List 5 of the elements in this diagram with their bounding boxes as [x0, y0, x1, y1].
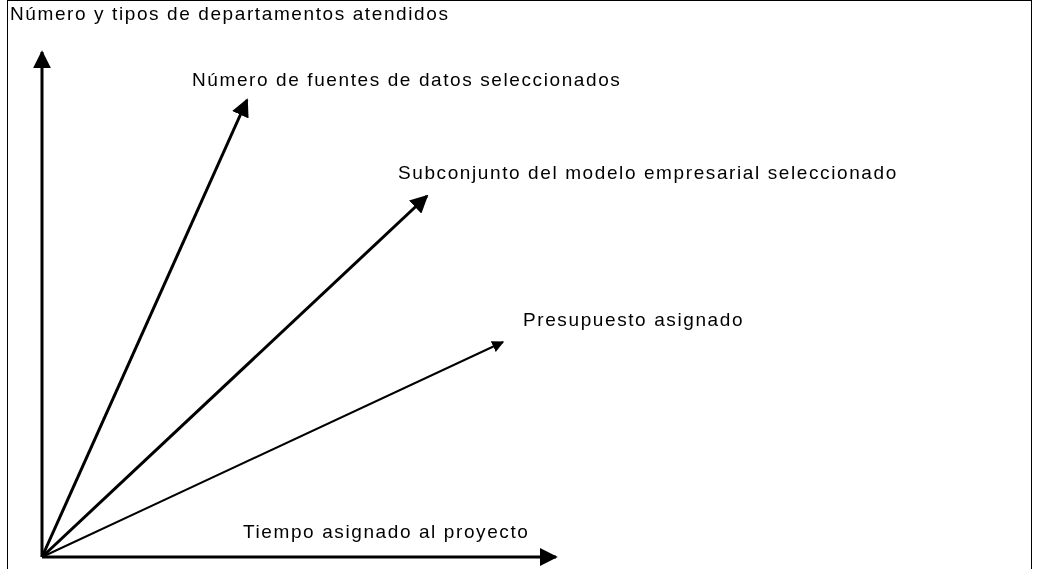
- arrow-label: Número de fuentes de datos seleccionados: [192, 69, 622, 91]
- axis-label: Número y tipos de departamentos atendidos: [10, 3, 450, 25]
- axis-label: Tiempo asignado al proyecto: [243, 521, 530, 543]
- arrow-label: Presupuesto asignado: [523, 309, 745, 331]
- arrow-label: Subconjunto del modelo empresarial seleccionado: [398, 162, 898, 184]
